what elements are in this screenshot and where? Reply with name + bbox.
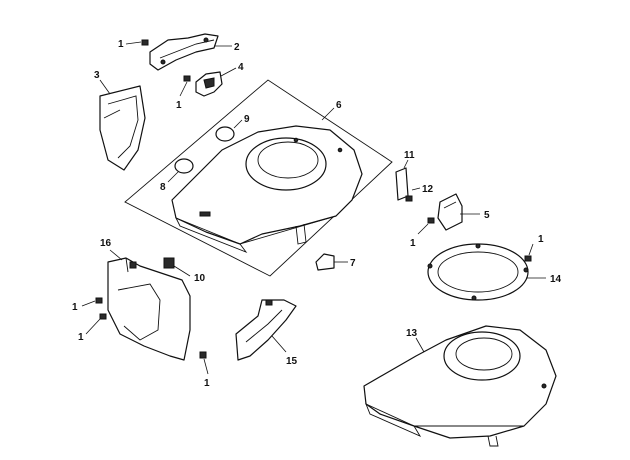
callout-1: 1 [204, 378, 210, 389]
part-16-shroud [107, 257, 191, 361]
part-12-screw [405, 195, 413, 202]
callout-1: 1 [176, 100, 182, 111]
screw-1-part14 [524, 255, 532, 262]
callout-16: 16 [100, 238, 112, 249]
callout-10: 10 [194, 273, 206, 284]
part-15-bracket [235, 299, 297, 361]
part-6-blower-housing [171, 125, 363, 254]
callout-5: 5 [484, 210, 490, 221]
part-4-shield [195, 71, 223, 97]
callout-1: 1 [410, 238, 416, 249]
part-7-grommet [315, 253, 335, 271]
screw-1-bottom [199, 351, 207, 359]
callout-1: 1 [538, 234, 544, 245]
callout-6: 6 [336, 100, 342, 111]
callout-8: 8 [160, 182, 166, 193]
callout-11: 11 [404, 150, 415, 161]
screw-1-top [141, 39, 149, 46]
part-3-cover [99, 85, 146, 171]
callout-1: 1 [78, 332, 84, 343]
screw-1-part4 [183, 75, 191, 82]
part-13-blower-housing [363, 325, 557, 447]
part-8-plug [174, 158, 194, 174]
callout-3: 3 [94, 70, 100, 81]
screw-1-part5 [427, 217, 435, 224]
callout-1: 1 [118, 39, 124, 50]
callout-9: 9 [244, 114, 250, 125]
leader-lines [81, 41, 546, 375]
callouts: 1 2 3 4 1 6 9 8 11 12 5 1 1 14 16 10 7 1… [72, 39, 562, 389]
part-5-cover [437, 193, 463, 231]
callout-1: 1 [72, 302, 78, 313]
part-10-clip [163, 257, 175, 269]
callout-2: 2 [234, 42, 240, 53]
screw-1-left-b [99, 313, 107, 320]
assembly-frame [124, 79, 393, 277]
screw-1-left-a [95, 297, 103, 304]
part-11-plate [395, 167, 409, 201]
part-2-bracket [149, 33, 219, 71]
callout-13: 13 [406, 328, 418, 339]
callout-4: 4 [238, 62, 244, 73]
callout-14: 14 [550, 274, 562, 285]
callout-15: 15 [286, 356, 298, 367]
callout-7: 7 [350, 258, 356, 269]
part-9-plug [215, 126, 235, 142]
callout-12: 12 [422, 184, 434, 195]
part-14-ring [427, 243, 529, 301]
